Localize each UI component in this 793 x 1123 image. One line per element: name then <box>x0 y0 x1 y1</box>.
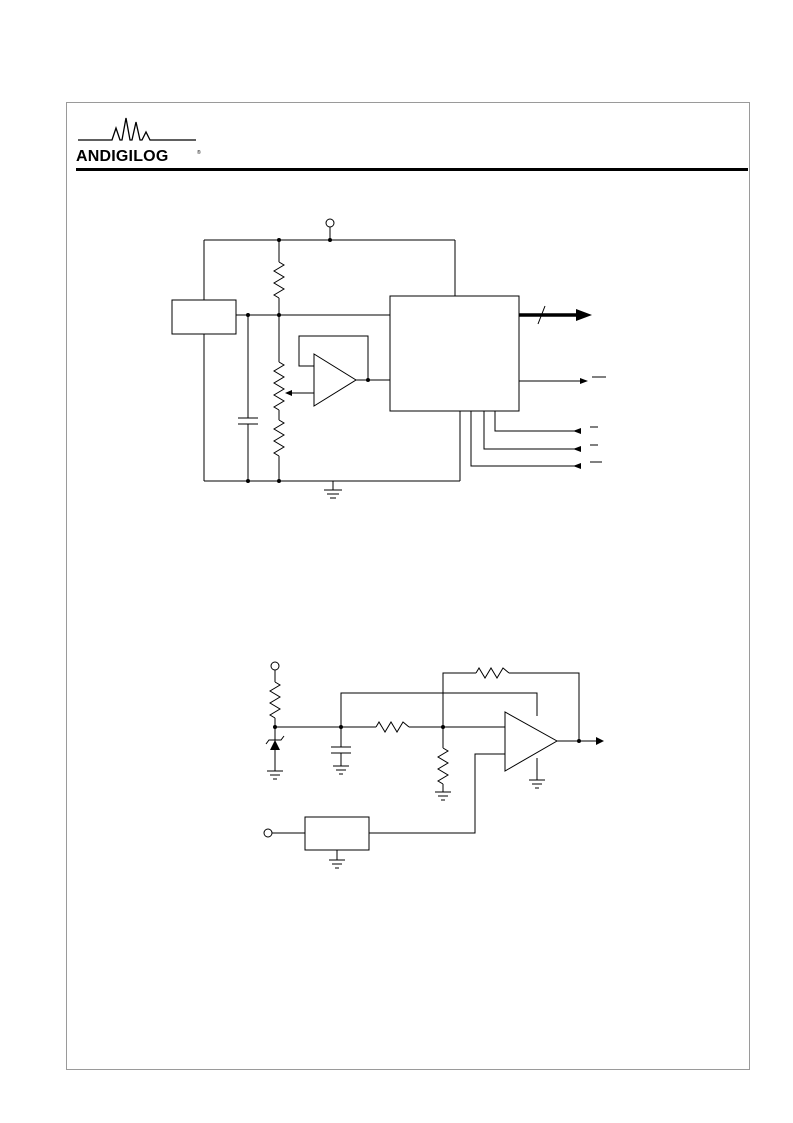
control-input-2-wire <box>483 411 580 450</box>
feedback-wire-left <box>442 672 476 727</box>
sensor-signal-wire <box>369 753 505 834</box>
arrow-icon <box>576 309 592 321</box>
capacitor-icon <box>331 746 351 754</box>
header-rule <box>76 168 748 171</box>
registered-mark: ® <box>197 150 201 156</box>
feedback-wire-right <box>509 672 580 741</box>
bus-slash-mark <box>537 305 546 325</box>
op-amp-icon <box>504 711 559 772</box>
ground-icon <box>435 784 451 801</box>
arrow-icon <box>573 428 581 434</box>
arrow-icon <box>573 463 581 469</box>
arrow-icon <box>285 390 292 396</box>
ground-icon <box>529 758 545 789</box>
arrow-icon <box>580 378 588 384</box>
ground-icon <box>324 481 342 499</box>
brand-logo-text: ANDIGILOG <box>76 148 169 165</box>
control-input-3-wire <box>470 411 580 467</box>
ground-icon <box>267 762 283 780</box>
resistor-icon <box>269 681 281 719</box>
sensor-block <box>304 816 370 851</box>
resistor-icon <box>273 419 285 457</box>
junction-dots <box>246 238 370 483</box>
zener-diode-icon <box>265 727 285 762</box>
ground-icon <box>329 850 345 869</box>
converter-block <box>389 295 520 412</box>
resistor-icon <box>375 721 410 733</box>
junction-dots <box>273 725 581 743</box>
arrow-icon <box>596 737 604 745</box>
supply-feed-wire <box>340 692 538 727</box>
input-terminal-icon <box>263 828 305 838</box>
page-frame <box>66 102 750 1070</box>
arrow-icon <box>573 446 581 452</box>
resistor-icon <box>273 261 285 299</box>
control-input-1-wire <box>494 411 580 432</box>
waveform-logo-icon <box>78 117 196 141</box>
resistor-icon <box>437 747 449 785</box>
op-amp-icon <box>313 353 357 407</box>
regulator-block <box>171 299 237 335</box>
ground-icon <box>333 753 349 775</box>
supply-terminal-icon <box>270 661 280 682</box>
resistor-icon <box>475 667 510 679</box>
buffer-feedback-wire <box>298 335 369 380</box>
supply-terminal-icon <box>325 218 335 240</box>
potentiometer-icon <box>273 361 285 411</box>
